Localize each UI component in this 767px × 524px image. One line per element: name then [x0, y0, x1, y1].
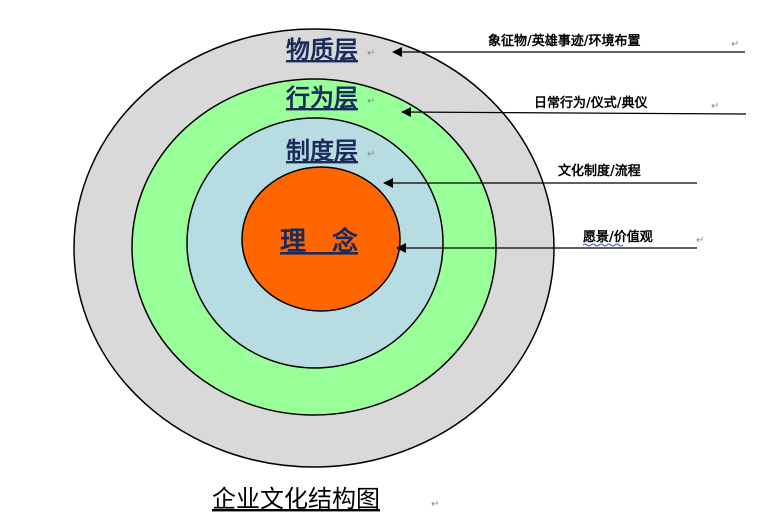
system-layer-label: 制度层 — [286, 136, 358, 165]
core-circle — [241, 166, 401, 312]
paragraph-mark-icon: ↵ — [731, 39, 739, 50]
diagram-caption: 企业文化结构图 — [212, 485, 380, 513]
behavior-annotation: 日常行为/仪式/典仪 — [534, 95, 648, 111]
paragraph-mark-icon: ↵ — [696, 235, 704, 246]
core-label: 理 念 — [280, 226, 358, 257]
paragraph-mark-icon: ↵ — [367, 96, 375, 107]
system-annotation: 文化制度/流程 — [558, 163, 641, 179]
paragraph-mark-icon: ↵ — [431, 499, 439, 510]
spellcheck-squiggle — [582, 243, 624, 247]
behavior-pointer-arrow — [401, 107, 747, 118]
paragraph-mark-icon: ↵ — [367, 48, 375, 59]
physical-annotation: 象征物/英雄事迹/环境布置 — [488, 33, 641, 49]
paragraph-mark-icon: ↵ — [367, 149, 375, 160]
core-annotation: 愿景/价值观 — [583, 229, 653, 245]
behavior-layer-label: 行为层 — [285, 83, 358, 112]
physical-layer-label: 物质层 — [286, 35, 358, 64]
paragraph-mark-icon: ↵ — [711, 101, 719, 112]
